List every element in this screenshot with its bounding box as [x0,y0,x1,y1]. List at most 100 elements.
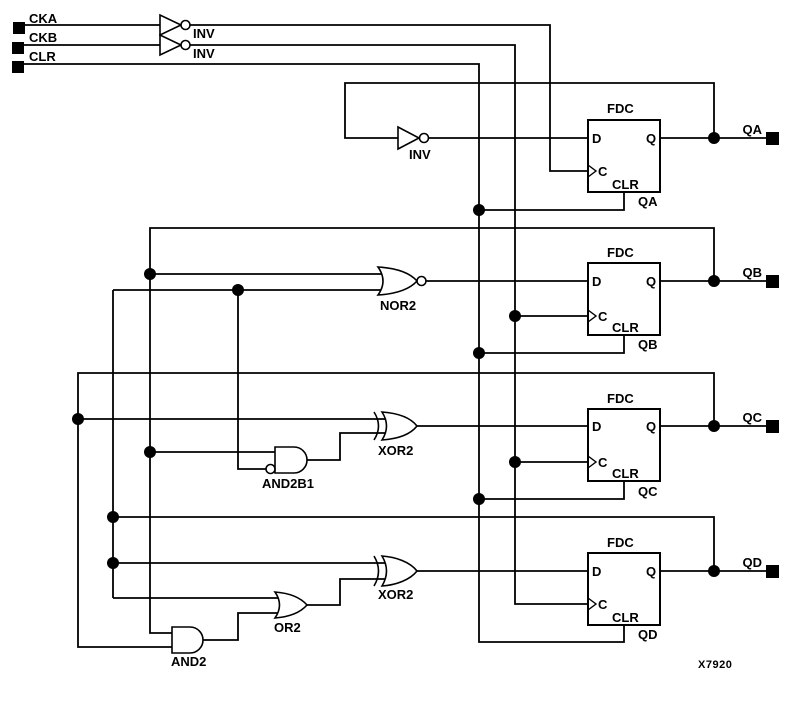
pin-label-q: Q [646,274,656,289]
pin-label-clr: CLR [612,320,639,335]
inverter-triangle [159,13,183,37]
junction-dot [144,446,156,458]
wire-segment [203,612,281,641]
gate-label-and2: AND2 [171,654,206,669]
inverter-bubble [418,132,430,144]
junction-dot [107,511,119,523]
clock-wedge-icon [587,455,598,469]
clock-wedge-icon [587,597,598,611]
wire-segment [344,82,715,139]
fdc-outline [587,552,661,626]
pin-label-c: C [598,309,608,324]
fdc-block-qd: FDC D Q C CLR QD [587,535,661,642]
input-label-clr: CLR [29,49,56,64]
fdc-block-qa: FDC D Q C CLR QA [587,101,661,209]
and2b1-body [274,446,308,474]
and2-gate [171,626,204,654]
net-label-qc: QC [638,484,658,499]
wire-segment [190,44,588,605]
junction-dot [473,493,485,505]
input-label-cka: CKA [29,11,58,26]
wire-segment [479,192,625,211]
junction-dot [509,310,521,322]
xor2-gate-qc [373,411,419,441]
wire-segment [190,24,588,172]
gate-label-inv-ckb: INV [193,46,215,61]
output-label-qa: QA [743,122,763,137]
and2b1-gate [265,446,308,475]
output-pad-qc [766,420,779,433]
nor2-body [376,266,419,296]
gate-label-inv-qa: INV [409,147,431,162]
junction-dot [72,413,84,425]
inverter-gate-ckb [159,33,191,57]
clock-wedge-icon [587,309,598,323]
gate-label-xor2-qd: XOR2 [378,587,413,602]
junction-dot [107,557,119,569]
or2-gate [273,591,309,619]
fdc-type-label: FDC [607,391,634,406]
wire-segment [237,290,266,470]
pin-label-c: C [598,164,608,179]
junction-dot [473,347,485,359]
inverter-triangle [159,33,183,57]
nor2-gate [376,266,427,296]
pin-label-c: C [598,455,608,470]
junction-dot [473,204,485,216]
xor2-input-arc [373,555,380,587]
xor2-body [380,411,419,441]
junction-dot [144,268,156,280]
wire-segment [307,432,386,461]
net-label-qa: QA [638,194,658,209]
pin-label-clr: CLR [612,610,639,625]
wire-segment [113,516,715,571]
output-pad-qa [766,132,779,145]
inverter-gate-cka [159,13,191,37]
gate-label-inv-cka: INV [193,26,215,41]
junction-dot [509,456,521,468]
inverter-bubble [180,39,191,51]
output-label-qb: QB [743,265,763,280]
input-pad-ckb [12,42,24,54]
pin-label-clr: CLR [612,177,639,192]
fdc-outline [587,262,661,336]
io-pads [12,22,779,578]
junction-dot [708,132,720,144]
fdc-block-qb: FDC D Q C CLR QB [587,245,661,352]
xor2-gate-qd [373,555,419,587]
net-label-qb: QB [638,337,658,352]
pin-label-clr: CLR [612,466,639,481]
pin-label-q: Q [646,419,656,434]
input-pad-clr [12,61,24,73]
nor2-bubble [416,275,427,287]
input-label-ckb: CKB [29,30,57,45]
junction-dot [708,565,720,577]
inverter-bubble [180,19,191,31]
net-label-qd: QD [638,627,658,642]
wire-segment [149,227,715,634]
clock-wedge-icon [587,164,598,178]
wire-segment [479,481,625,500]
fdc-outline [587,408,661,482]
inverter-triangle [397,125,421,151]
labels: CKA CKB CLR INV INV INV NOR2 XOR2 XOR2 A… [29,11,763,671]
fdc-type-label: FDC [607,101,634,116]
and2-body [171,626,204,654]
junction-dot [708,275,720,287]
junction-dot [232,284,244,296]
output-pad-qb [766,275,779,288]
gate-label-and2b1: AND2B1 [262,476,314,491]
gate-label-nor2: NOR2 [380,298,416,313]
figure-id-label: X7920 [698,659,732,671]
wire-segment [77,372,715,648]
output-label-qd: QD [743,555,763,570]
gate-label-xor2-qc: XOR2 [378,443,413,458]
gate-label-or2: OR2 [274,620,301,635]
pin-label-d: D [592,274,601,289]
fdc-type-label: FDC [607,245,634,260]
junction-dots [72,132,720,577]
pin-label-d: D [592,131,601,146]
xor2-input-arc [373,411,380,441]
